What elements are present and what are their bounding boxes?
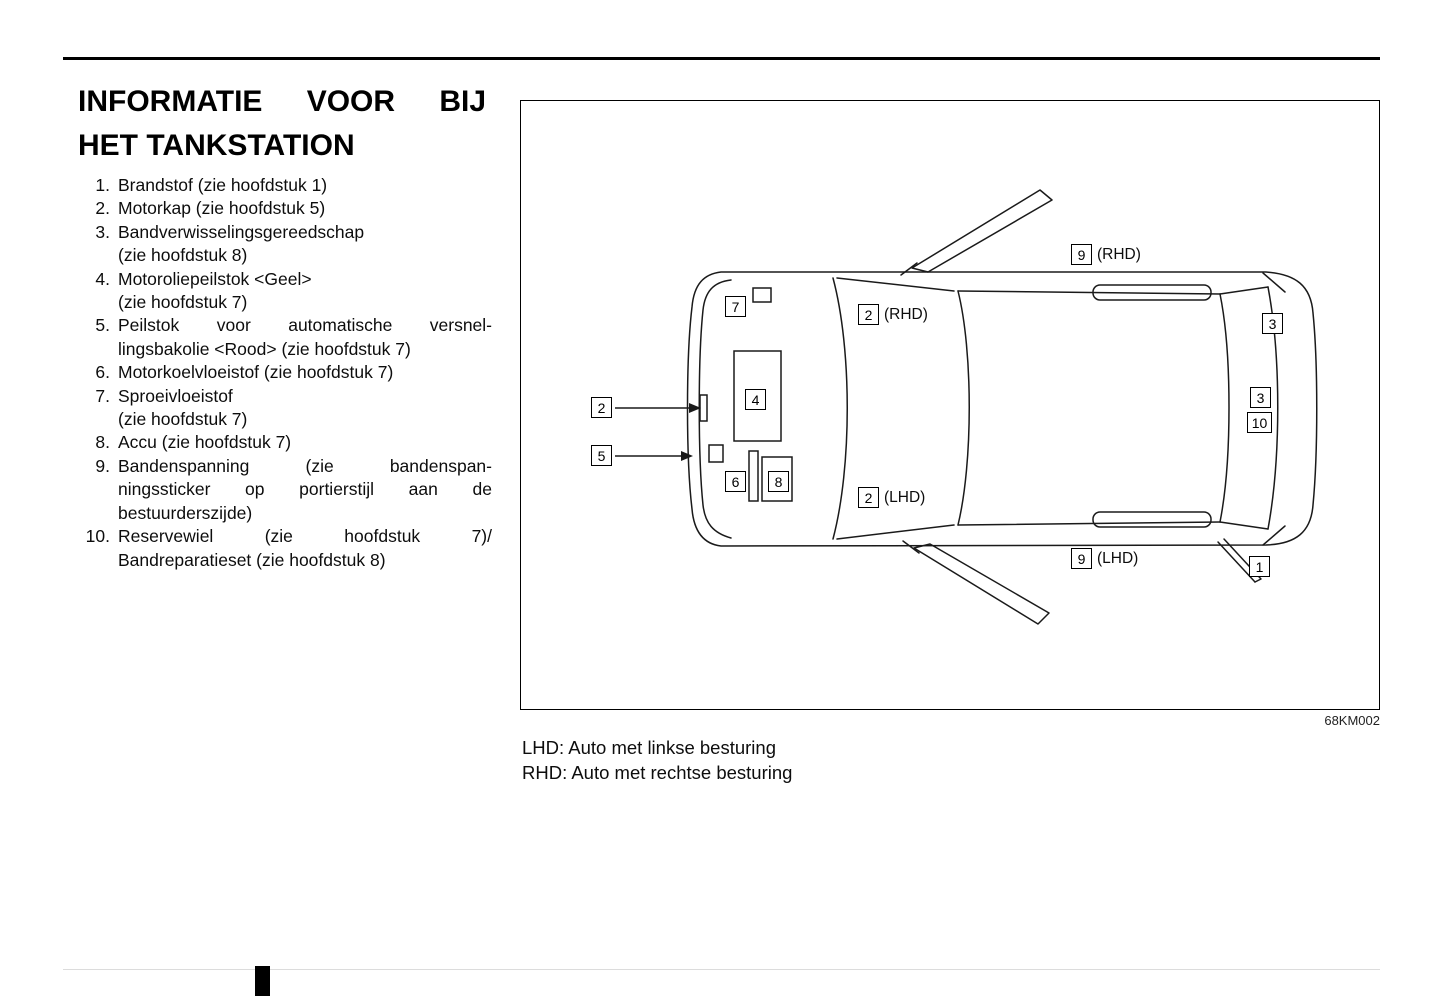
callout-box: 5 bbox=[591, 445, 612, 466]
callout-box: 10 bbox=[1247, 412, 1272, 433]
item-number: 5. bbox=[95, 315, 110, 336]
callout-box: 9 bbox=[1071, 548, 1092, 569]
callout-1: 1 bbox=[1249, 556, 1270, 577]
callout-suffix: (LHD) bbox=[884, 488, 926, 506]
callout-6: 6 bbox=[725, 471, 746, 492]
callout-9-rhd: 9 (RHD) bbox=[1071, 244, 1141, 265]
item-number: 8. bbox=[95, 432, 110, 453]
item-list: 1. Brandstof (zie hoofdstuk 1) 2. Motork… bbox=[78, 174, 492, 572]
callout-box: 7 bbox=[725, 296, 746, 317]
page-edge-marker bbox=[255, 966, 270, 996]
item-number: 1. bbox=[95, 175, 110, 195]
callout-box: 3 bbox=[1262, 313, 1283, 334]
callout-9-lhd: 9 (LHD) bbox=[1071, 548, 1138, 569]
list-item: 7. Sproeivloeistof (zie hoofdstuk 7) bbox=[78, 385, 492, 432]
item-number: 4. bbox=[95, 268, 110, 289]
legend-lhd: LHD: Auto met linkse besturing bbox=[522, 737, 776, 758]
item-number: 3. bbox=[95, 221, 110, 242]
callout-10: 10 bbox=[1247, 412, 1272, 433]
callout-8: 8 bbox=[768, 471, 789, 492]
steering-legend: LHD: Auto met linkse besturing RHD: Auto… bbox=[522, 735, 792, 785]
callout-5: 5 bbox=[591, 445, 612, 466]
callout-box: 1 bbox=[1249, 556, 1270, 577]
top-rule bbox=[63, 57, 1380, 60]
figure-code: 68KM002 bbox=[1324, 713, 1380, 728]
callout-7: 7 bbox=[725, 296, 746, 317]
car-body-outline bbox=[686, 189, 1318, 625]
callout-suffix: (RHD) bbox=[884, 305, 928, 323]
list-item: 4. Motoroliepeilstok <Geel> (zie hoofdst… bbox=[78, 268, 492, 315]
list-item: 1. Brandstof (zie hoofdstuk 1) bbox=[78, 174, 492, 197]
callout-box: 4 bbox=[745, 389, 766, 410]
legend-rhd: RHD: Auto met rechtse besturing bbox=[522, 762, 793, 783]
list-item: 8. Accu (zie hoofdstuk 7) bbox=[78, 431, 492, 454]
figure-box: 7 2 (RHD) 9 (RHD) 3 3 10 2 4 5 6 bbox=[520, 100, 1380, 710]
engine-bay-items bbox=[699, 287, 793, 502]
callout-box: 2 bbox=[591, 397, 612, 418]
callout-box: 9 bbox=[1071, 244, 1092, 265]
list-item: 10. Reservewiel (zie hoofdstuk 7)/ Bandr… bbox=[78, 525, 492, 572]
callout-box: 2 bbox=[858, 487, 879, 508]
car-top-view-diagram bbox=[615, 189, 1318, 625]
callout-2-lhd: 2 (LHD) bbox=[858, 487, 925, 508]
list-item: 6. Motorkoelvloeistof (zie hoofdstuk 7) bbox=[78, 361, 492, 384]
callout-4: 4 bbox=[745, 389, 766, 410]
callout-box: 8 bbox=[768, 471, 789, 492]
list-item: 5. Peilstok voor automatische versnel- l… bbox=[78, 314, 492, 361]
callout-box: 3 bbox=[1250, 387, 1271, 408]
arrowheads bbox=[681, 403, 701, 461]
item-number: 2. bbox=[95, 198, 110, 219]
list-item: 3. Bandverwisselingsgereedschap (zie hoo… bbox=[78, 221, 492, 268]
list-item: 2. Motorkap (zie hoofdstuk 5) bbox=[78, 197, 492, 220]
item-number: 9. bbox=[95, 455, 110, 476]
callout-box: 6 bbox=[725, 471, 746, 492]
bottom-hairline bbox=[63, 969, 1380, 970]
callout-suffix: (LHD) bbox=[1097, 549, 1139, 567]
callout-2-engine: 2 bbox=[591, 397, 612, 418]
callout-3-side: 3 bbox=[1250, 387, 1271, 408]
item-number: 7. bbox=[95, 385, 110, 406]
page-title-line1: INFORMATIE VOOR BIJ bbox=[78, 85, 486, 118]
list-item: 9. Bandenspanning (zie bandenspan- nings… bbox=[78, 455, 492, 525]
callout-2-rhd: 2 (RHD) bbox=[858, 304, 928, 325]
item-number: 6. bbox=[95, 362, 110, 383]
callout-3-top: 3 bbox=[1262, 313, 1283, 334]
item-number: 10. bbox=[85, 526, 110, 547]
page-title-line2: HET TANKSTATION bbox=[78, 129, 355, 162]
callout-box: 2 bbox=[858, 304, 879, 325]
callout-arrows bbox=[615, 407, 689, 457]
callout-suffix: (RHD) bbox=[1097, 245, 1141, 263]
page-title: INFORMATIE VOOR BIJ HET TANKSTATION bbox=[78, 80, 486, 168]
